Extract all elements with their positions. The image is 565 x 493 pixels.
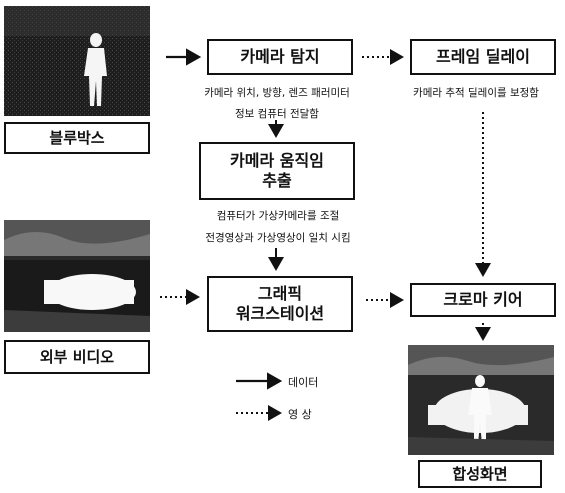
chroma-key-box: 크로마 키어 bbox=[410, 283, 556, 317]
camera-detect-note-2: 정보 컴퓨터 전달함 bbox=[235, 108, 319, 120]
frame-delay-box: 프레임 딜레이 bbox=[410, 39, 556, 75]
graphic-ws-line1: 그래픽 bbox=[257, 284, 303, 303]
graphic-workstation-box: 그래픽 워크스테이션 bbox=[207, 276, 353, 332]
bluebox-photo bbox=[4, 6, 150, 116]
camera-detect-box: 카메라 탐지 bbox=[207, 39, 353, 75]
motion-note-1: 컴퓨터가 가상카메라를 조절 bbox=[216, 210, 340, 222]
camera-detect-note-1: 카메라 위치, 방향, 렌즈 패러미터 bbox=[204, 87, 350, 99]
composite-label: 합성화면 bbox=[418, 460, 542, 488]
external-video-label: 외부 비디오 bbox=[4, 340, 150, 374]
frame-delay-note: 카메라 추적 딜레이를 보정함 bbox=[413, 87, 539, 99]
bluebox-label: 블루박스 bbox=[4, 122, 150, 154]
camera-motion-box: 카메라 움직임 추출 bbox=[199, 142, 355, 200]
external-video-photo bbox=[4, 220, 150, 332]
camera-motion-line1: 카메라 움직임 bbox=[230, 151, 324, 170]
graphic-ws-line2: 워크스테이션 bbox=[235, 304, 325, 323]
composite-photo bbox=[408, 345, 554, 455]
motion-note-2: 전경영상과 가상영상이 일치 시킴 bbox=[205, 232, 351, 244]
legend-data-label: 데이터 bbox=[288, 376, 319, 389]
camera-motion-line2: 추출 bbox=[262, 171, 292, 190]
legend-video-label: 영 상 bbox=[288, 408, 312, 421]
